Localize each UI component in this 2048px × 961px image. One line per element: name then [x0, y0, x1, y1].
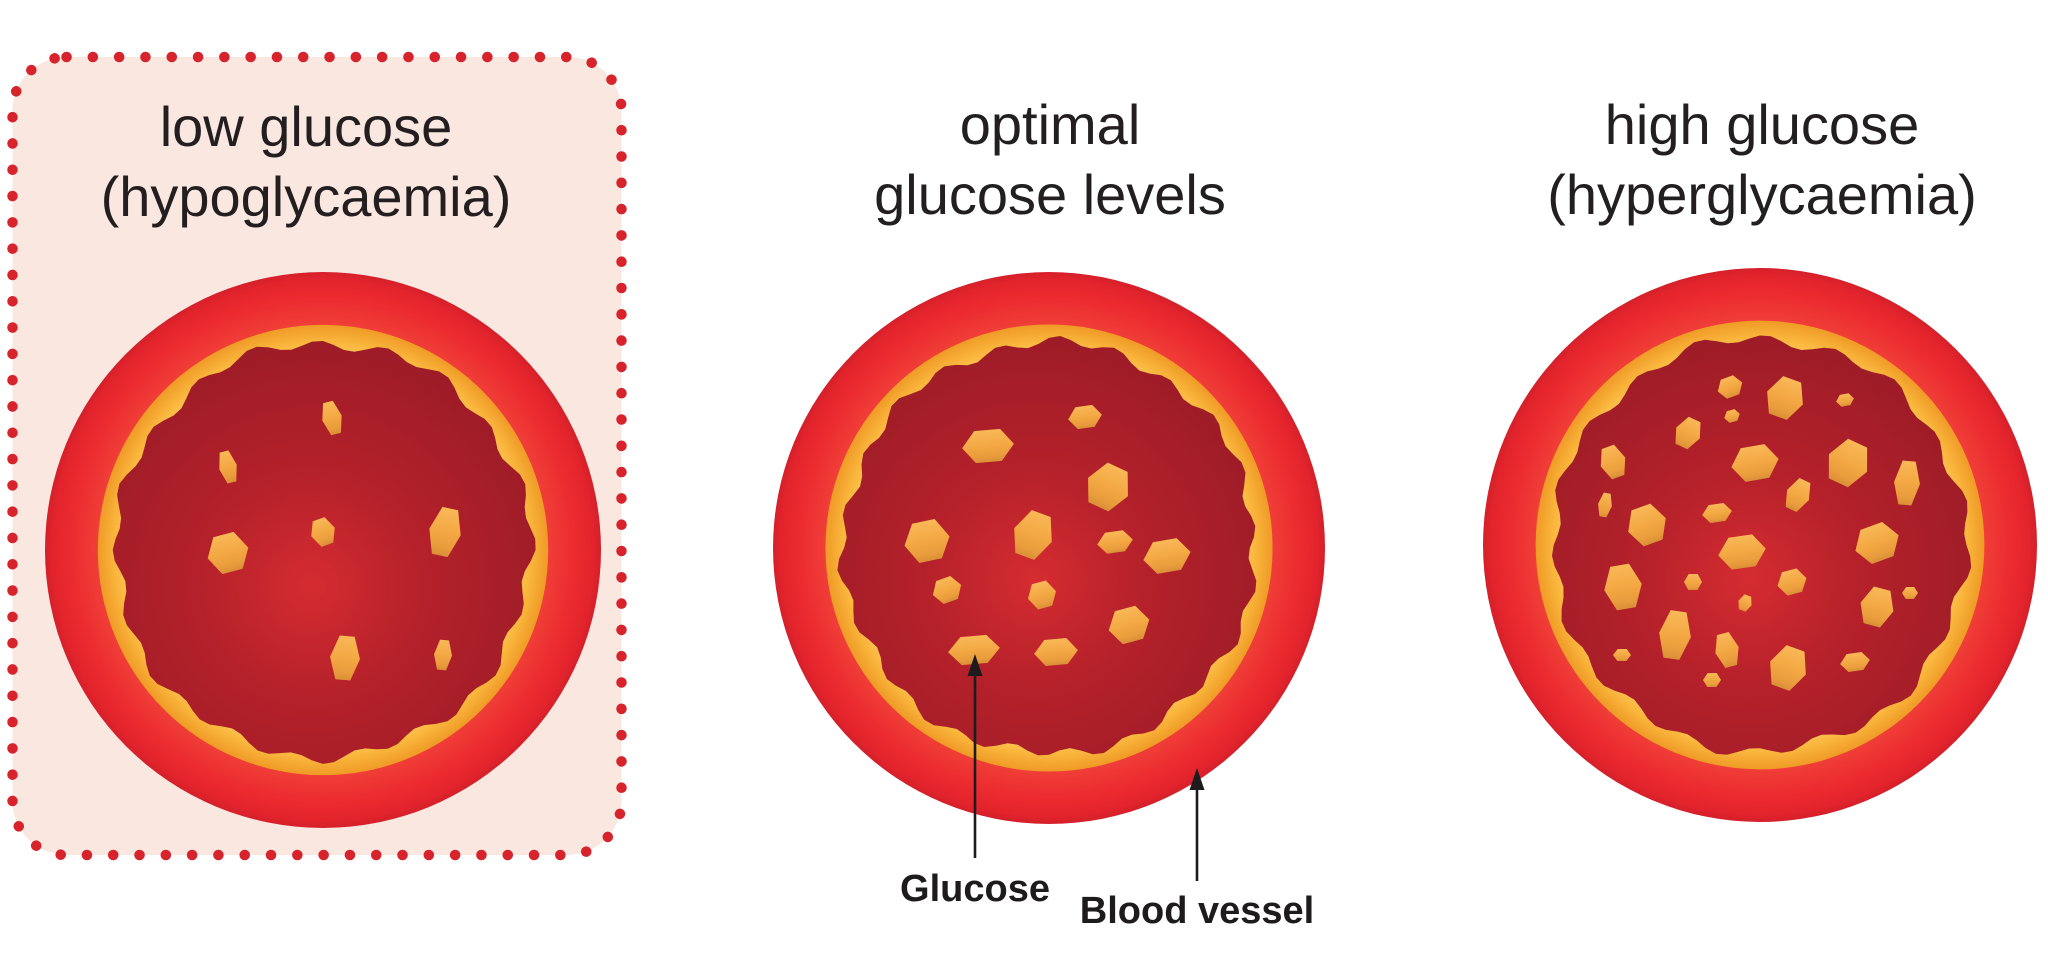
glucose-molecule: [322, 400, 342, 436]
glucose-molecule: [311, 517, 335, 547]
title-high-glucose: high glucose (hyperglycaemia): [1462, 90, 2048, 230]
glucose-molecule: [1068, 404, 1102, 430]
title-optimal-line1: optimal: [959, 93, 1141, 156]
glucose-molecule: [1598, 492, 1612, 518]
title-low-line2: (hypoglycaemia): [100, 165, 512, 228]
glucose-molecule: [1600, 444, 1626, 480]
glucose-molecule: [1902, 587, 1918, 599]
glucose-molecule: [1717, 375, 1743, 399]
glucose-molecule: [1613, 649, 1631, 661]
blood-vessel-high-glucose: [1483, 268, 2037, 822]
glucose-molecule: [207, 531, 249, 575]
glucose-molecule: [1894, 460, 1920, 506]
glucose-molecule: [1860, 586, 1894, 628]
glucose-molecule: [1628, 503, 1666, 547]
glucose-molecule: [1770, 645, 1806, 691]
title-high-line2: (hyperglycaemia): [1547, 163, 1977, 226]
glucose-molecule: [1828, 438, 1868, 488]
glucose-molecule: [434, 639, 452, 671]
glucose-molecule: [948, 634, 1000, 666]
glucose-molecule: [1718, 534, 1766, 570]
glucose-molecule: [1143, 538, 1191, 574]
glucose-molecule: [1659, 610, 1691, 660]
glucose-molecule: [1684, 574, 1702, 590]
glucose-molecule: [1014, 510, 1052, 560]
blood-vessel-label: Blood vessel: [1079, 890, 1315, 932]
glucose-molecule: [330, 635, 360, 681]
glucose-molecule: [932, 576, 962, 604]
blood-interior: [112, 341, 536, 764]
glucose-molecule: [1777, 568, 1807, 596]
title-high-line1: high glucose: [1604, 93, 1920, 156]
title-optimal-line2: glucose levels: [874, 163, 1226, 226]
glucose-molecule: [1724, 409, 1740, 423]
title-optimal-glucose: optimal glucose levels: [750, 90, 1350, 230]
glucose-molecule: [904, 518, 950, 564]
glucose-molecule: [1855, 521, 1899, 565]
glucose-molecule: [1675, 416, 1701, 450]
annotation-pointers: [967, 654, 1205, 881]
glucose-molecule: [1767, 376, 1803, 420]
glucose-molecule: [1785, 478, 1811, 512]
glucose-molecule: [1027, 580, 1057, 610]
glucose-molecule: [219, 450, 237, 484]
glucose-molecule: [1604, 563, 1642, 611]
glucose-molecule: [1836, 393, 1854, 407]
glucose-molecule: [1108, 605, 1150, 645]
glucose-molecule: [1840, 652, 1870, 672]
title-low-line1: low glucose: [159, 95, 453, 158]
glucose-label: Glucose: [900, 868, 1050, 910]
glucose-molecule: [962, 428, 1014, 464]
glucose-molecule: [429, 506, 461, 558]
glucose-molecule: [1702, 503, 1732, 523]
glucose-molecule: [1703, 673, 1721, 687]
glucose-molecule: [1097, 530, 1133, 554]
glucose-pointer-arrowhead: [967, 654, 983, 676]
blood-vessel-pointer-arrowhead: [1189, 768, 1205, 790]
glucose-molecule: [1034, 638, 1078, 666]
blood-vessel-optimal-glucose: [773, 272, 1325, 824]
blood-vessel-low-glucose: [45, 272, 601, 828]
title-low-glucose: low glucose (hypoglycaemia): [0, 92, 612, 232]
glucose-molecule: [1731, 444, 1779, 482]
glucose-molecule: [1738, 594, 1752, 612]
glucose-molecule: [1088, 462, 1128, 512]
glucose-molecule: [1715, 631, 1739, 669]
